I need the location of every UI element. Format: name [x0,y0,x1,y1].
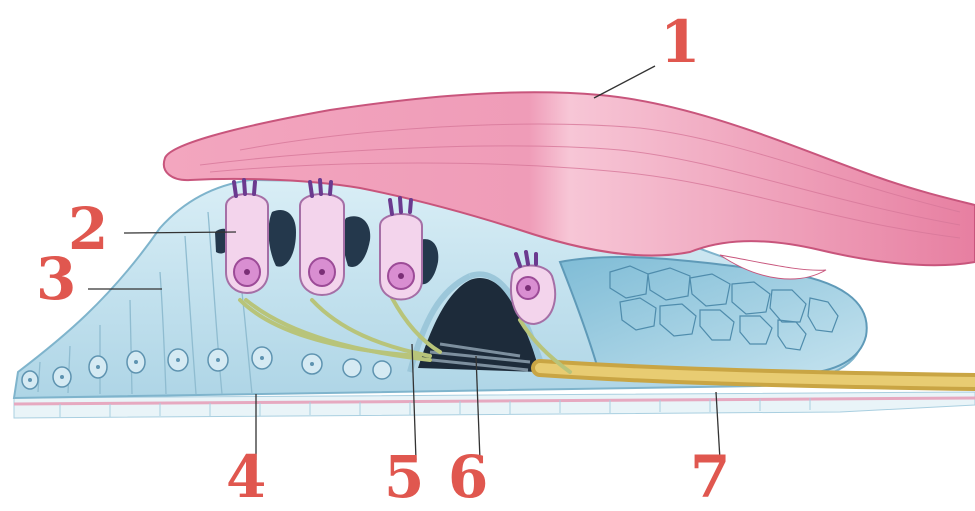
hair-cell-1 [226,180,268,293]
label-7: 7 [690,448,730,506]
label-3: 3 [36,250,76,308]
hensen-cells [560,257,867,376]
leader-line-1 [594,66,655,98]
label-1: 1 [660,13,700,71]
hair-cell-2 [300,180,344,295]
label-6: 6 [448,448,488,506]
label-5: 5 [384,448,424,506]
label-4: 4 [226,448,266,506]
